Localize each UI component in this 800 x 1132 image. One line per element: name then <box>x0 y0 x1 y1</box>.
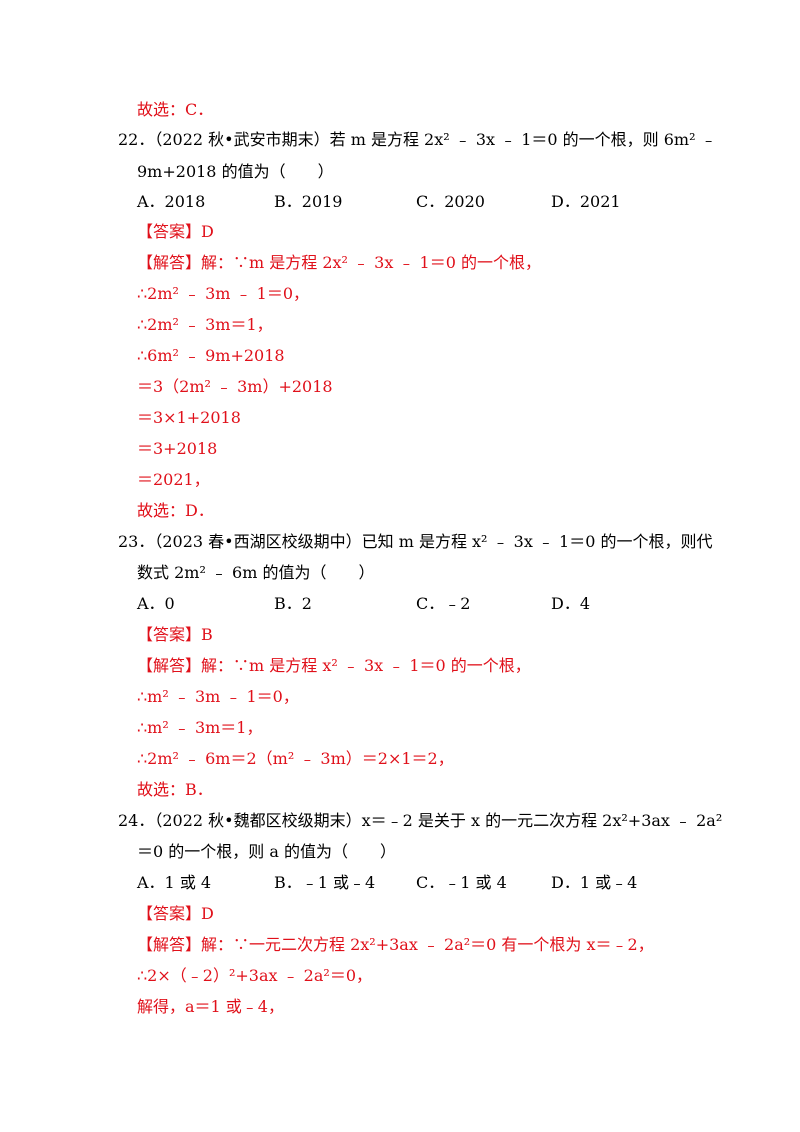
q24-answer: 【答案】D <box>137 904 214 923</box>
q23-solution-line: 【解答】解：∵m 是方程 x² ﹣ 3x ﹣ 1＝0 的一个根， <box>137 656 531 675</box>
q24-option-a: A．1 或 4 <box>137 873 212 892</box>
q22-solution-line: ∴2m² ﹣ 3m ﹣ 1＝0， <box>137 284 310 303</box>
q23-option-a: A．0 <box>137 594 175 613</box>
q23-option-b: B．2 <box>274 594 312 613</box>
prev-conclusion: 故选：C． <box>137 100 214 119</box>
q22-solution-line: ＝3+2018 <box>137 439 218 458</box>
q23-option-c: C．﹣2 <box>416 594 471 613</box>
q23-stem-line1: 23．（2023 春•西湖区校级期中）已知 m 是方程 x² ﹣ 3x ﹣ 1＝… <box>118 532 713 551</box>
q22-option-a: A．2018 <box>137 192 206 211</box>
q22-solution-line: ＝2021， <box>137 470 210 489</box>
q23-stem-line2: 数式 2m² ﹣ 6m 的值为（ ） <box>137 563 375 582</box>
q22-stem-line2: 9m+2018 的值为（ ） <box>137 162 334 181</box>
q22-option-b: B．2019 <box>274 192 343 211</box>
q24-stem-line2: ＝0 的一个根，则 a 的值为（ ） <box>137 842 396 861</box>
q24-option-d: D．1 或﹣4 <box>551 873 638 892</box>
q24-solution-line: 【解答】解：∵一元二次方程 2x²+3ax ﹣ 2a²＝0 有一个根为 x＝﹣2… <box>137 935 654 954</box>
q22-solution-line: ∴6m² ﹣ 9m+2018 <box>137 346 285 365</box>
q22-answer: 【答案】D <box>137 222 214 241</box>
q23-option-d: D．4 <box>551 594 591 613</box>
q22-solution-line: ∴2m² ﹣ 3m＝1， <box>137 315 273 334</box>
q22-option-d: D．2021 <box>551 192 621 211</box>
q22-solution-line: ＝3（2m² ﹣ 3m）+2018 <box>137 377 333 396</box>
q24-solution-line: ∴2×（﹣2）²+3ax ﹣ 2a²＝0， <box>137 966 372 985</box>
q24-option-b: B．﹣1 或﹣4 <box>274 873 376 892</box>
q22-option-c: C．2020 <box>416 192 485 211</box>
q23-solution-line: ∴m² ﹣ 3m＝1， <box>137 718 263 737</box>
q24-stem-line1: 24．（2022 秋•魏都区校级期末）x＝﹣2 是关于 x 的一元二次方程 2x… <box>118 811 723 830</box>
q24-solution-line: 解得，a＝1 或﹣4， <box>137 997 284 1016</box>
q22-stem-line1: 22．（2022 秋•武安市期末）若 m 是方程 2x² ﹣ 3x ﹣ 1＝0 … <box>118 130 717 149</box>
q24-option-c: C．﹣1 或 4 <box>416 873 507 892</box>
q22-solution-line: ＝3×1+2018 <box>137 408 241 427</box>
q23-conclusion: 故选：B． <box>137 780 213 799</box>
q23-answer: 【答案】B <box>137 625 213 644</box>
q23-solution-line: ∴m² ﹣ 3m ﹣ 1＝0， <box>137 687 299 706</box>
q22-solution-line: 【解答】解：∵m 是方程 2x² ﹣ 3x ﹣ 1＝0 的一个根， <box>137 253 541 272</box>
q22-conclusion: 故选：D． <box>137 501 214 520</box>
q23-solution-line: ∴2m² ﹣ 6m＝2（m² ﹣ 3m）＝2×1＝2， <box>137 749 454 768</box>
